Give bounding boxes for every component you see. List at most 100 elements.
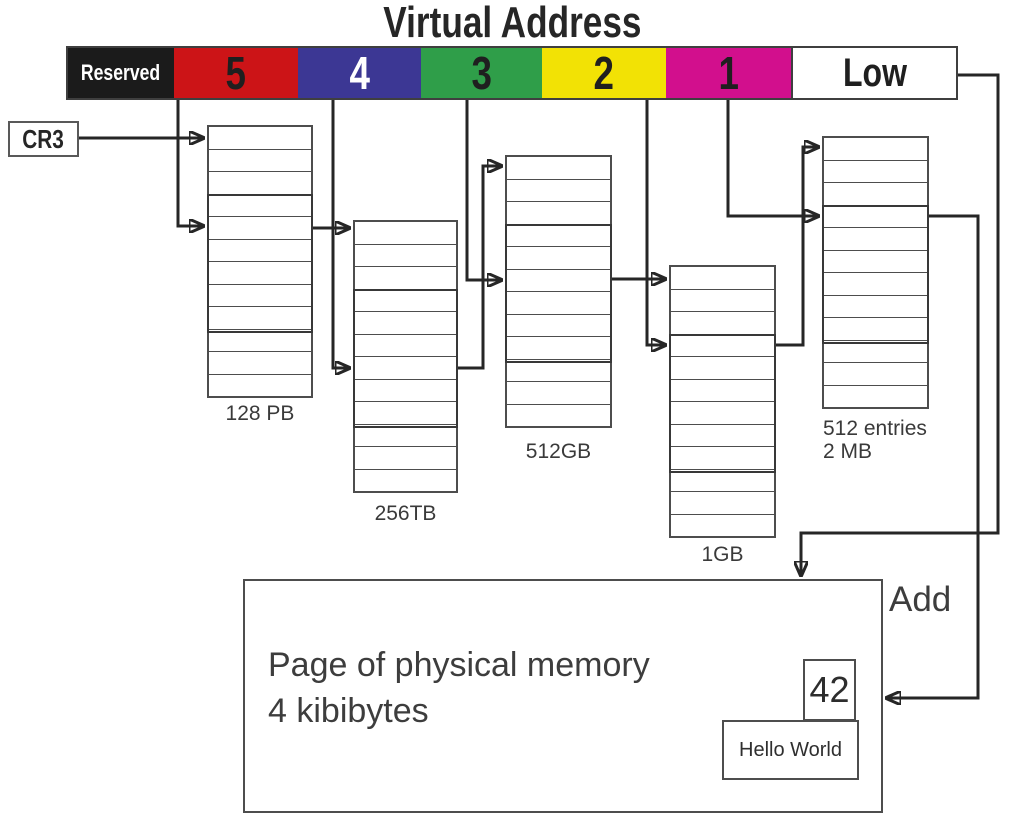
page-table-entry: [209, 127, 311, 149]
page-table-entry: [507, 157, 610, 179]
level2-to-level1-arrow: [776, 147, 819, 347]
physical-page-title-line1: Page of physical memory: [268, 646, 650, 684]
level4-to-level3-arrow: [458, 166, 502, 370]
index5-arrow: [176, 100, 204, 226]
page-table-entry: [507, 313, 610, 337]
page-table-level4-caption: 256TB: [374, 502, 437, 525]
segment-1-label: 1: [718, 47, 739, 99]
page-table-entry: [671, 378, 774, 402]
segment-3-label: 3: [471, 47, 492, 99]
page-table-entry: [209, 216, 311, 239]
page-table-entry: [824, 227, 927, 250]
segment-3: 3: [421, 47, 542, 99]
physical-page-title-line2: 4 kibibytes: [268, 692, 429, 730]
page-content-text: Hello World: [739, 738, 842, 761]
page-table-entry: [824, 159, 927, 183]
segment-4: 4: [298, 47, 421, 99]
page-table-level1-rows: [824, 138, 927, 407]
add-label: Add: [889, 580, 952, 619]
page-table-entry: [671, 267, 774, 289]
page-table-entry: [209, 306, 311, 329]
segment-4-label: 4: [349, 47, 370, 99]
page-table-entry: [507, 223, 610, 247]
page-table-entry: [209, 373, 311, 397]
page-table-entry: [671, 468, 774, 492]
segment-reserved: Reserved: [68, 48, 174, 98]
page-table-entry: [507, 268, 610, 292]
page-table-entry: [671, 491, 774, 514]
page-table-entry: [355, 446, 456, 469]
page-table-entry: [355, 356, 456, 379]
page-table-entry: [671, 311, 774, 334]
page-table-entry: [209, 193, 311, 217]
page-table-level5-caption: 128 PB: [225, 402, 295, 425]
page-table-level3: [505, 155, 612, 428]
segment-5: 5: [174, 47, 298, 99]
index4-arrow: [331, 100, 350, 368]
page-table-entry: [824, 249, 927, 273]
page-table-entry: [507, 358, 610, 382]
cr3-box: CR3: [8, 121, 79, 157]
page-table-level1: [822, 136, 929, 409]
page-table-entry: [507, 291, 610, 314]
page-table-level5: [207, 125, 313, 398]
page-table-entry: [507, 246, 610, 269]
page-table-entry: [824, 339, 927, 363]
segment-reserved-label: Reserved: [81, 60, 161, 85]
physical-page-title: Page of physical memory 4 kibibytes: [268, 642, 650, 734]
page-table-level2-caption: 1GB: [701, 543, 744, 566]
page-table-entry: [824, 204, 927, 228]
index1-arrow: [726, 100, 819, 216]
diagram-title: Virtual Address: [0, 0, 1024, 46]
page-table-entry: [355, 311, 456, 334]
page-table-level4-rows: [355, 222, 456, 491]
diagram-title-text: Virtual Address: [382, 0, 642, 47]
page-content-box: Hello World: [722, 720, 859, 780]
segment-low: Low: [791, 48, 956, 98]
page-table-level3-caption: 512GB: [525, 440, 592, 463]
page-table-level2: [669, 265, 776, 538]
segment-2-label: 2: [593, 47, 615, 99]
page-table-entry: [355, 243, 456, 267]
page-table-entry: [355, 288, 456, 312]
page-table-entry: [824, 138, 927, 160]
offset-cell-value: 42: [809, 669, 850, 710]
virtual-address-bar: Reserved 5 4 3 2 1 Low: [66, 46, 958, 100]
page-table-entry: [355, 378, 456, 402]
page-table-entry: [824, 362, 927, 385]
page-table-entry: [355, 333, 456, 357]
page-table-entry: [671, 513, 774, 537]
page-table-entry: [209, 351, 311, 374]
index3-arrow: [465, 100, 502, 280]
page-table-entry: [824, 384, 927, 408]
page-table-entry: [507, 201, 610, 224]
offset-cell-box: 42: [803, 659, 856, 721]
page-table-entry: [209, 328, 311, 352]
page-table-entry: [507, 336, 610, 359]
page-table-entry: [507, 381, 610, 404]
page-table-entry: [209, 171, 311, 194]
page-table-level1-caption-line1: 512 entries: [823, 417, 927, 440]
page-table-entry: [209, 261, 311, 284]
page-table-entry: [671, 333, 774, 357]
page-table-entry: [507, 178, 610, 202]
page-table-level1-caption: 512 entries 2 MB: [823, 417, 927, 463]
page-table-level3-rows: [507, 157, 610, 426]
page-table-entry: [209, 238, 311, 262]
segment-5-label: 5: [225, 47, 247, 99]
page-table-entry: [209, 148, 311, 172]
page-table-level2-rows: [671, 267, 774, 536]
page-table-entry: [824, 182, 927, 205]
page-table-entry: [671, 288, 774, 312]
page-table-entry: [824, 317, 927, 340]
page-table-entry: [209, 283, 311, 307]
page-table-entry: [671, 446, 774, 469]
cr3-label: CR3: [22, 123, 65, 154]
index2-arrow: [645, 100, 666, 345]
segment-1: 1: [666, 47, 791, 99]
page-table-entry: [355, 266, 456, 289]
page-table-entry: [671, 423, 774, 447]
page-table-entry: [507, 403, 610, 427]
page-table-entry: [824, 272, 927, 295]
page-table-entry: [671, 401, 774, 424]
